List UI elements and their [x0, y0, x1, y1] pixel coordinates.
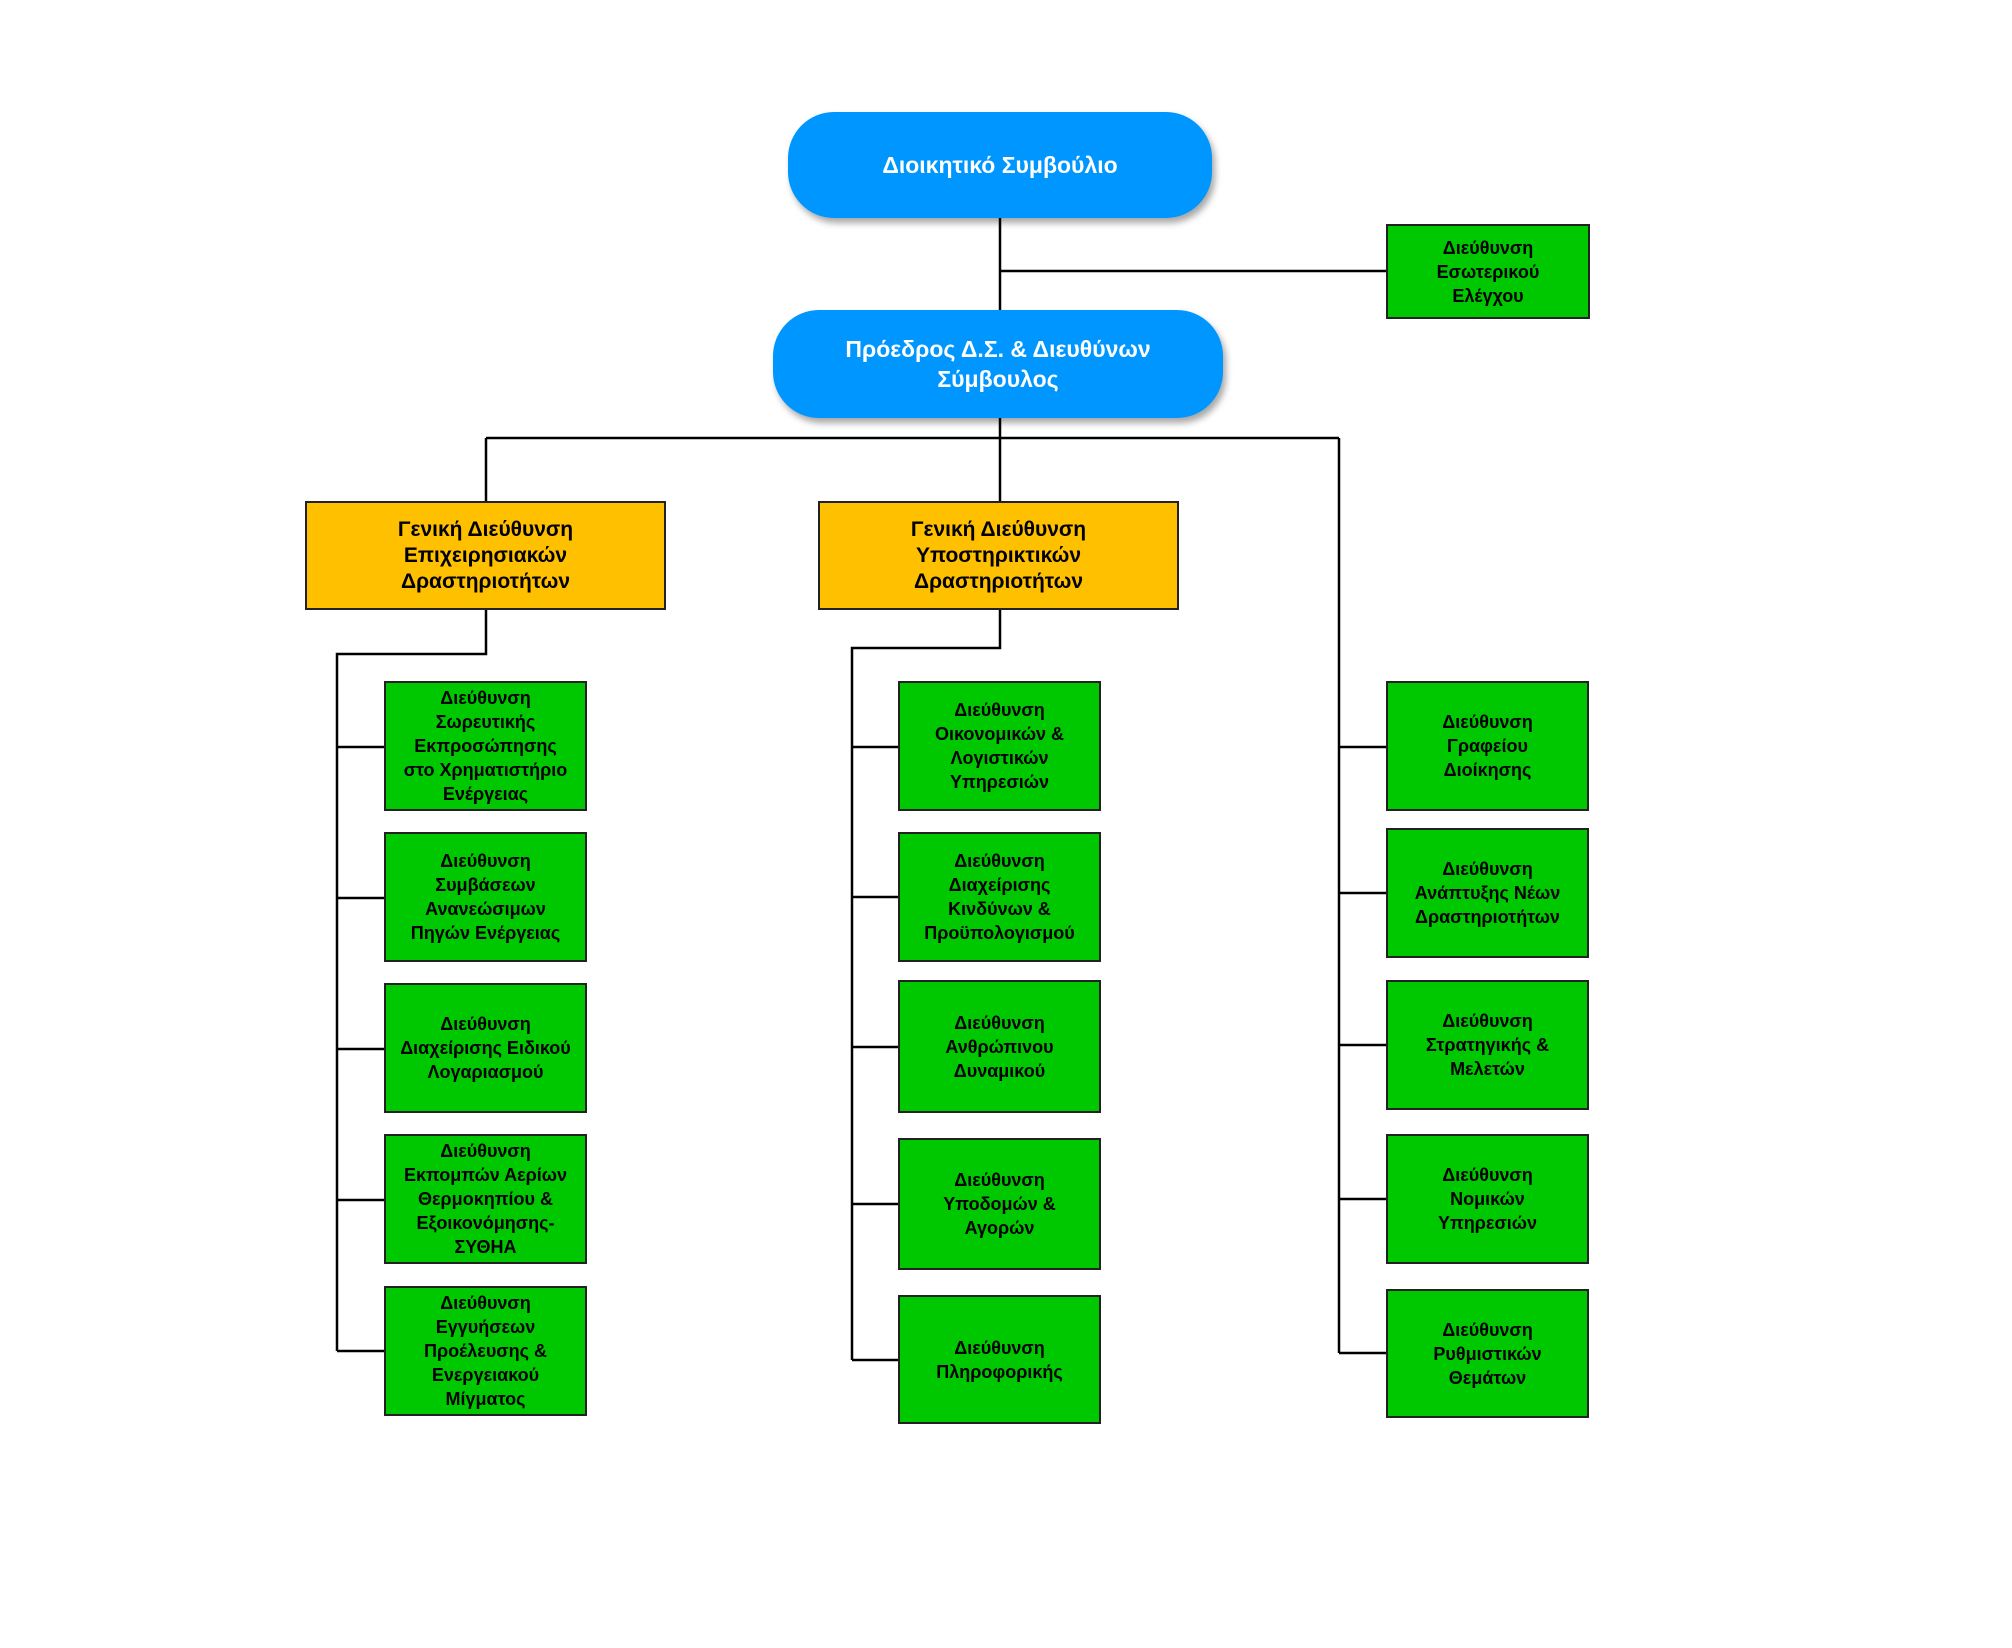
internal-audit-node: Διεύθυνση Εσωτερικού Ελέγχου [1386, 224, 1590, 319]
direct-unit: Διεύθυνση Γραφείου Διοίκησης [1386, 681, 1589, 811]
connector-operations-spine [335, 610, 488, 1351]
chairman-ceo-node: Πρόεδρος Δ.Σ. & Διευθύνων Σύμβουλος [773, 310, 1223, 418]
operations-unit: Διεύθυνση Διαχείρισης Ειδικού Λογαριασμο… [384, 983, 587, 1113]
support-unit: Διεύθυνση Ανθρώπινου Δυναμικού [898, 980, 1101, 1113]
general-directorate-operations: Γενική Διεύθυνση Επιχειρησιακών Δραστηρι… [305, 501, 666, 610]
direct-unit: Διεύθυνση Στρατηγικής & Μελετών [1386, 980, 1589, 1110]
direct-unit: Διεύθυνση Ρυθμιστικών Θεμάτων [1386, 1289, 1589, 1418]
support-unit: Διεύθυνση Διαχείρισης Κινδύνων & Προϋπολ… [898, 832, 1101, 962]
operations-unit: Διεύθυνση Σωρευτικής Εκπροσώπησης στο Χρ… [384, 681, 587, 811]
support-unit: Διεύθυνση Οικονομικών & Λογιστικών Υπηρε… [898, 681, 1101, 811]
board-of-directors-node: Διοικητικό Συμβούλιο [788, 112, 1212, 218]
operations-unit: Διεύθυνση Συμβάσεων Ανανεώσιμων Πηγών Εν… [384, 832, 587, 962]
support-unit: Διεύθυνση Υποδομών & Αγορών [898, 1138, 1101, 1270]
direct-unit: Διεύθυνση Νομικών Υπηρεσιών [1386, 1134, 1589, 1264]
support-unit: Διεύθυνση Πληροφορικής [898, 1295, 1101, 1424]
general-directorate-support: Γενική Διεύθυνση Υποστηρικτικών Δραστηρι… [818, 501, 1179, 610]
operations-unit: Διεύθυνση Εκπομπών Αερίων Θερμοκηπίου & … [384, 1134, 587, 1264]
operations-unit: Διεύθυνση Εγγυήσεων Προέλευσης & Ενεργει… [384, 1286, 587, 1416]
direct-unit: Διεύθυνση Ανάπτυξης Νέων Δραστηριοτήτων [1386, 828, 1589, 958]
connector-support-spine [850, 610, 1002, 1360]
